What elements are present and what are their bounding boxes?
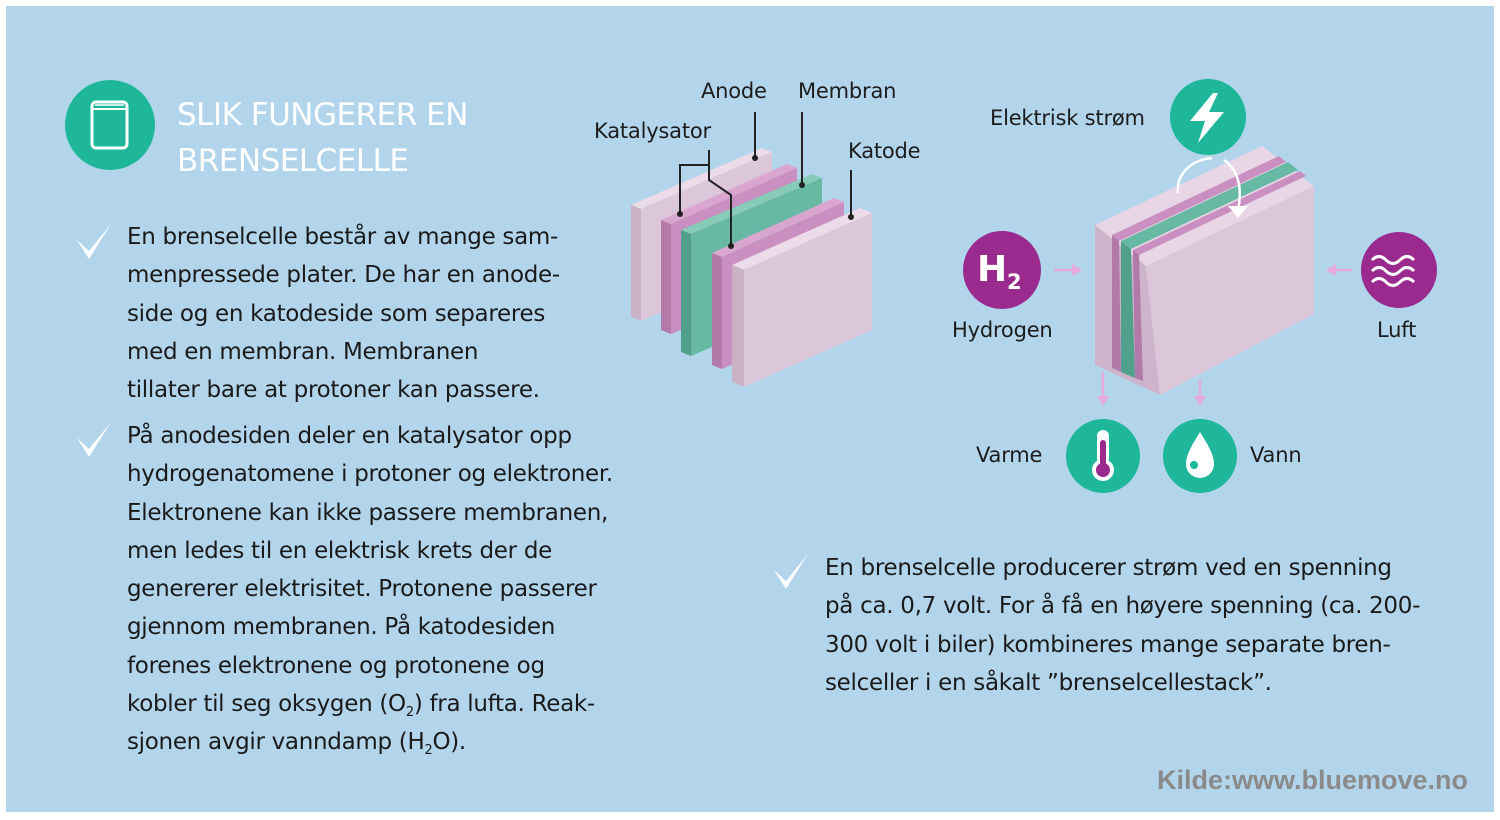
leader-lines: [679, 112, 852, 246]
lightning-icon: [1170, 79, 1246, 155]
text-line: 300 volt i biler) kombineres mange separ…: [825, 631, 1391, 658]
text-fragment: sjonen avgir vanndamp (H: [127, 729, 425, 756]
thermometer-icon: [1066, 419, 1140, 493]
leader-dots: [677, 155, 854, 249]
h2-letter: H: [977, 249, 1007, 290]
text-line: hydrogenatomene i protoner og elektroner…: [127, 461, 613, 488]
text-line: sjonen avgir vanndamp (H2O).: [127, 723, 613, 761]
water-drop-icon: [1163, 419, 1237, 493]
title-line-2: BRENSELCELLE: [177, 143, 409, 179]
label-water: Vann: [1250, 443, 1302, 467]
text-line: selceller i en såkalt ”brenselcellestack…: [825, 669, 1272, 696]
title-line-1: SLIK FUNGERER EN: [177, 97, 468, 133]
text-line: på ca. 0,7 volt. For å få en høyere spen…: [825, 593, 1421, 620]
subscript: 2: [424, 743, 433, 759]
fuel-cell-stack: [1095, 146, 1314, 395]
page-title: SLIK FUNGERER EN BRENSELCELLE: [177, 92, 577, 184]
label-heat: Varme: [976, 443, 1043, 467]
air-arrow: [1326, 264, 1352, 276]
paragraph-structure: En brenselcelle består av mange sam- men…: [127, 218, 560, 409]
hydrogen-icon: [963, 231, 1041, 309]
text-line: gjennom membranen. På katodesiden: [127, 614, 556, 641]
paragraph-voltage: En brenselcelle producerer strøm ved en …: [825, 549, 1420, 702]
check-icon: [77, 224, 111, 259]
label-electric-current: Elektrisk strøm: [990, 106, 1145, 130]
infographic-panel: [6, 6, 1494, 812]
air-waves-icon: [1361, 232, 1437, 308]
electric-current-arrow: [1176, 156, 1248, 218]
label-katode: Katode: [848, 139, 921, 163]
text-line: En brenselcelle består av mange sam-: [127, 224, 559, 250]
check-icon: [774, 554, 808, 589]
text-fragment: O).: [432, 729, 466, 756]
source-credit: Kilde:www.bluemove.no: [1156, 765, 1468, 795]
book-icon: [65, 80, 155, 170]
label-anode: Anode: [701, 79, 767, 103]
paragraph-process: På anodesiden deler en katalysator opp h…: [127, 417, 613, 762]
label-hydrogen: Hydrogen: [952, 318, 1053, 342]
cathode-plate: [732, 208, 872, 387]
text-line: kobler til seg oksygen (O2) fra lufta. R…: [127, 685, 613, 723]
subscript: 2: [405, 705, 414, 721]
text-line: En brenselcelle producerer strøm ved en …: [825, 555, 1392, 581]
water-arrow: [1194, 380, 1206, 406]
text-line: side og en katodeside som separeres: [127, 300, 546, 327]
text-fragment: kobler til seg oksygen (O: [127, 691, 406, 718]
check-icon: [77, 422, 111, 457]
heat-arrow: [1097, 372, 1109, 406]
h2-symbol: H2: [977, 249, 1022, 295]
text-line: tillater bare at protoner kan passere.: [127, 377, 540, 404]
text-line: forenes elektronene og protonene og: [127, 652, 545, 679]
label-katalysator: Katalysator: [594, 119, 711, 143]
label-air: Luft: [1377, 318, 1417, 342]
text-line: med en membran. Membranen: [127, 338, 479, 365]
text-line: menpressede plater. De har en anode-: [127, 262, 560, 289]
label-membran: Membran: [798, 79, 897, 103]
text-line: genererer elektrisitet. Protonene passer…: [127, 576, 597, 603]
text-line: På anodesiden deler en katalysator opp: [127, 423, 572, 449]
text-line: Elektronene kan ikke passere membranen,: [127, 499, 609, 526]
h2-subscript: 2: [1006, 270, 1022, 295]
text-fragment: ) fra lufta. Reak-: [413, 691, 595, 718]
hydrogen-arrow: [1054, 264, 1082, 276]
text-line: men ledes til en elektrisk krets der de: [127, 537, 552, 564]
